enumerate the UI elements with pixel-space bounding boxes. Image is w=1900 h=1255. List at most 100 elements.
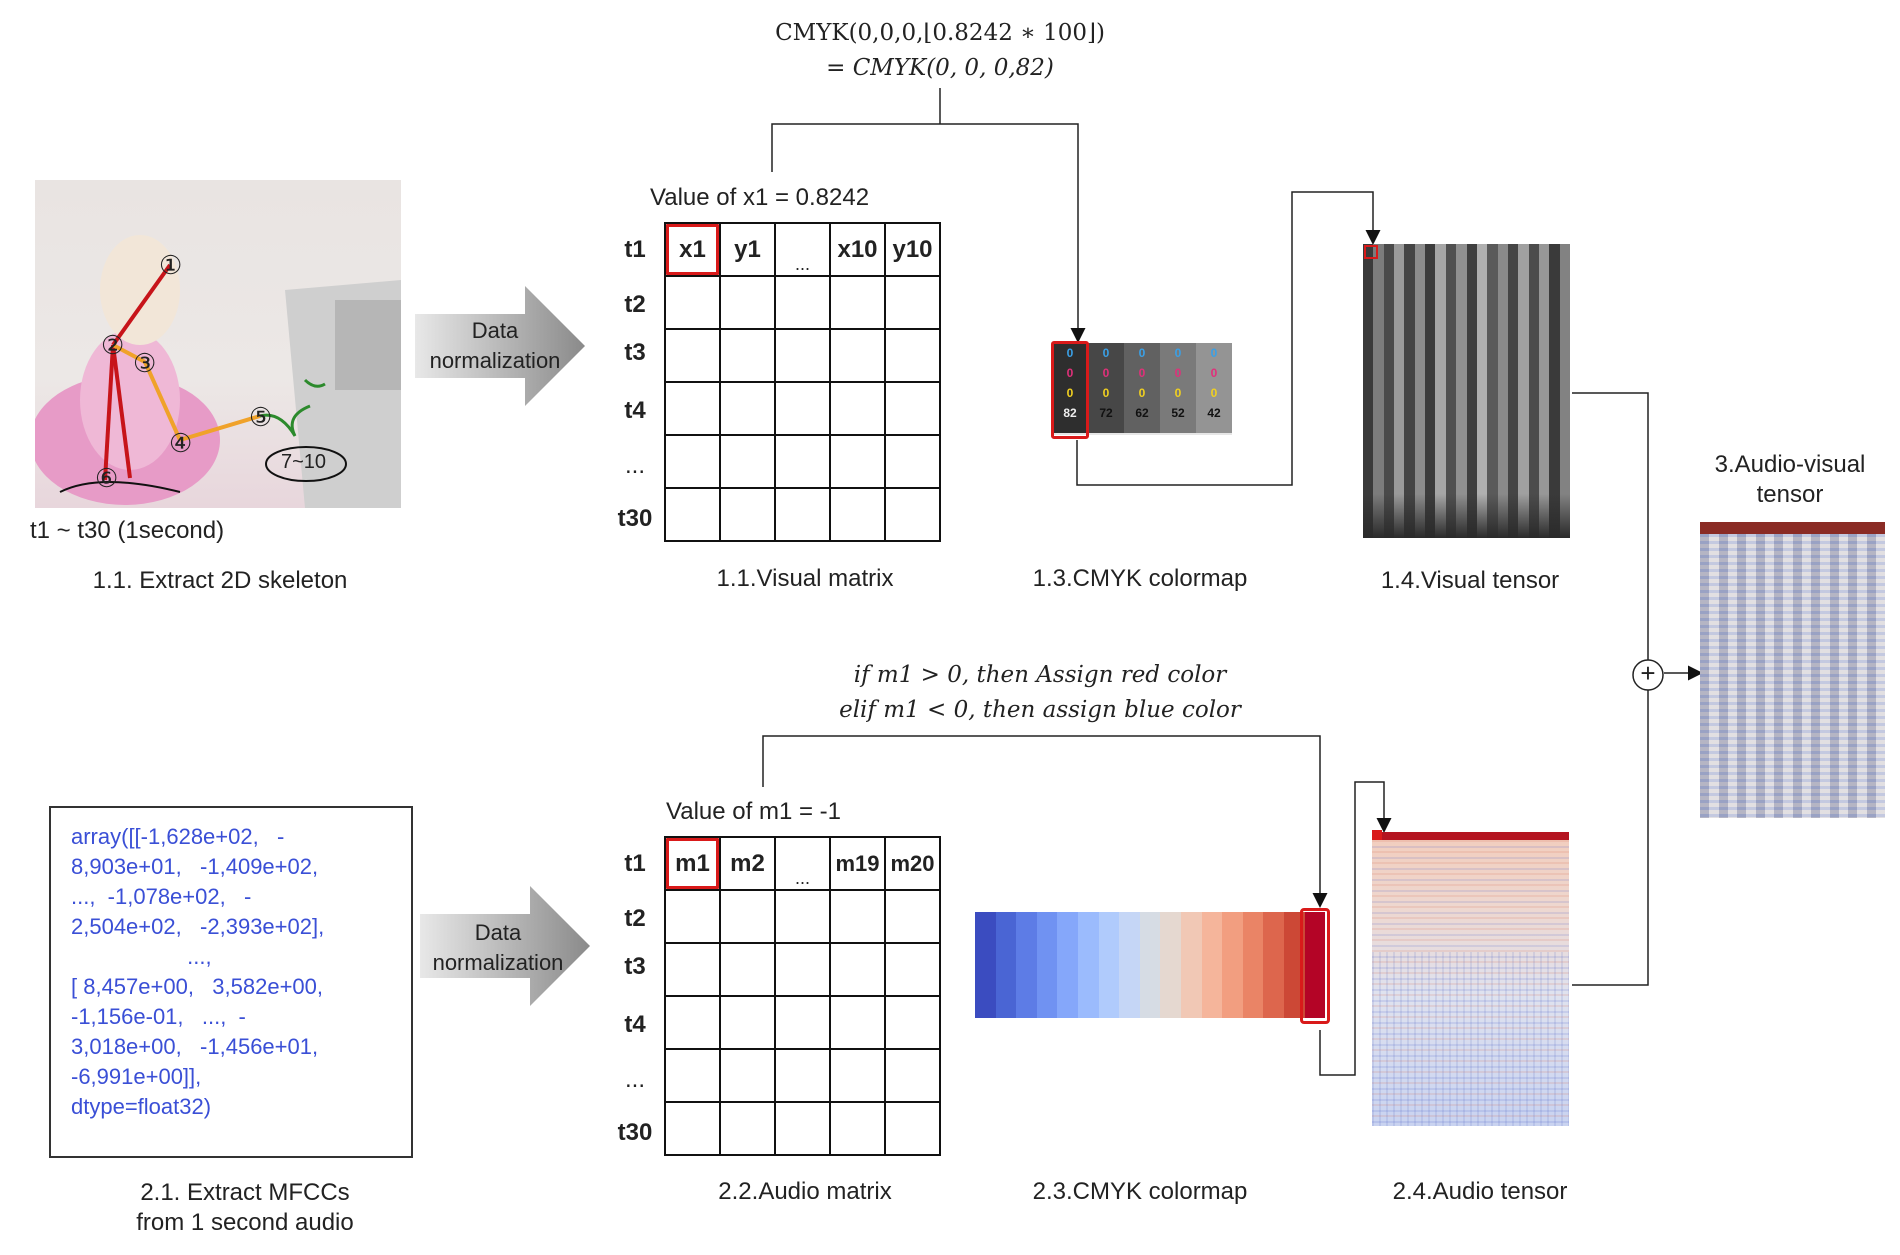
colormap-band (1304, 912, 1326, 1018)
visual-row-label: t1 (624, 236, 646, 263)
cmyk-swatch-c: 0 (1174, 346, 1182, 360)
matrix-cell-y10: y10 (884, 222, 941, 277)
cmyk-swatch-c: 0 (1102, 346, 1110, 360)
bottom-arrow-text: Data normalization (432, 920, 564, 975)
matrix-cell-x10: x10 (829, 222, 886, 277)
cmyk-swatch-y: 0 (1138, 386, 1146, 400)
audio-row-label: t1 (624, 850, 646, 877)
matrix-cell-dots: ... (774, 222, 831, 277)
av-tensor-stripe (1783, 534, 1793, 818)
cmyk-bottom-selection (1300, 908, 1330, 1024)
visual-matrix-value-label: Value of x1 = 0.8242 (650, 184, 870, 211)
colormap-band (1180, 912, 1202, 1018)
cmyk-top-selection (1051, 341, 1089, 439)
visual-tensor-to-plus (1572, 392, 1649, 660)
colormap-band (975, 912, 996, 1018)
colormap-band (1222, 912, 1243, 1018)
av-tensor-stripe (1857, 534, 1867, 818)
av-tensor-stripe (1866, 534, 1876, 818)
cmyk-swatch-m: 0 (1174, 366, 1182, 380)
top-formula-line2: = CMYK(0, 0, 0,82) (826, 55, 1054, 81)
visual-row-label: t30 (617, 505, 653, 532)
audio-matrix: m1 m2 ... m19 m20 (664, 836, 941, 1156)
av-tensor-stripe (1875, 534, 1885, 818)
cmyk-swatch-m: 0 (1138, 366, 1146, 380)
av-tensor-stripe (1746, 534, 1756, 818)
audio-tensor (1372, 832, 1569, 1126)
cmyk-swatch-y: 0 (1102, 386, 1110, 400)
visual-row-label: t2 (624, 291, 646, 318)
audio-row-label: t3 (624, 953, 646, 980)
av-tensor-stripe (1829, 534, 1839, 818)
av-tensor-stripe (1838, 534, 1849, 818)
audio-row-label: t30 (617, 1119, 653, 1146)
tensor-stripe (1414, 244, 1426, 538)
colormap-band (1057, 912, 1078, 1018)
av-tensor-stripe (1811, 534, 1821, 818)
tensor-stripe (1549, 244, 1560, 538)
matrix-cell-m1: m1 (664, 836, 721, 891)
top-formula-connector (771, 123, 1086, 343)
tensor-stripe (1487, 244, 1498, 538)
tensor-stripe (1507, 244, 1519, 538)
av-tensor-stripe (1718, 534, 1728, 818)
audio-tensor-to-plus (1572, 690, 1649, 986)
joint-5: ⑤ (249, 402, 273, 432)
mfcc-array-text: array([[-1,628e+02, - 8,903e+01, -1,409e… (71, 824, 325, 1119)
top-normalization-arrow (415, 286, 585, 406)
colormap-band (1077, 912, 1099, 1018)
av-tensor-stripe (1709, 534, 1719, 818)
skeleton-figure (35, 235, 401, 508)
cmyk-swatch-y: 0 (1174, 386, 1182, 400)
colormap-band (1201, 912, 1223, 1018)
tensor-stripe (1497, 244, 1508, 538)
audio-matrix-value-label: Value of m1 = -1 (666, 798, 841, 825)
mfcc-caption: 2.1. Extract MFCCs from 1 second audio (136, 1179, 354, 1236)
colormap-band (1098, 912, 1120, 1018)
visual-row-label: ... (624, 452, 645, 479)
cmyk-swatch-y: 0 (1066, 386, 1074, 400)
av-tensor-stripe (1848, 534, 1858, 818)
tensor-stripe (1559, 244, 1570, 538)
av-tensor-stripe (1774, 534, 1784, 818)
tensor-stripe (1383, 244, 1395, 538)
colormap-band (1263, 912, 1284, 1018)
matrix-cell-m2: m2 (719, 836, 776, 891)
colormap-band (1036, 912, 1058, 1018)
cmyk-bottom-caption: 2.3.CMYK colormap (1032, 1178, 1248, 1205)
matrix-cell-dots: ... (774, 836, 831, 891)
audio-row-label: ... (624, 1066, 645, 1093)
cmyk-swatch-k: 72 (1099, 406, 1113, 420)
av-tensor-stripe (1764, 534, 1775, 818)
cmyk-swatch-c: 0 (1066, 346, 1074, 360)
av-tensor-stripe (1801, 534, 1812, 818)
cmyk-swatch-k: 42 (1207, 406, 1221, 420)
colormap-band (1139, 912, 1161, 1018)
mfcc-box: array([[-1,628e+02, - 8,903e+01, -1,409e… (49, 806, 413, 1158)
bottom-normalization-arrow (420, 886, 590, 1006)
top-formula-line1: CMYK(0,0,0,⌊0.8242 ∗ 100⌋) (775, 20, 1105, 46)
bottom-formula-line2: elif m1 < 0, then assign blue color (839, 697, 1241, 723)
plus-circle (1632, 659, 1664, 691)
tensor-stripe (1373, 244, 1384, 538)
skeleton-image: ① ② ③ ④ ⑤ ⑥ 7~10 (35, 180, 401, 508)
joint-1: ① (159, 250, 183, 280)
tensor-stripe (1435, 244, 1446, 538)
audio-tensor-marker (1372, 830, 1382, 840)
plus-sign: + (1640, 658, 1656, 688)
tensor-stripe (1538, 244, 1550, 538)
top-arrow-text: Data normalization (429, 318, 561, 373)
joint-2: ② (101, 330, 125, 360)
tensor-stripe (1456, 244, 1467, 538)
av-tensor-stripe (1700, 534, 1710, 818)
audio-matrix-caption: 2.2.Audio matrix (718, 1178, 892, 1205)
tensor-stripe (1425, 244, 1436, 538)
colormap-band (1119, 912, 1140, 1018)
skeleton-caption: 1.1. Extract 2D skeleton (92, 567, 348, 594)
tensor-stripe (1528, 244, 1539, 538)
